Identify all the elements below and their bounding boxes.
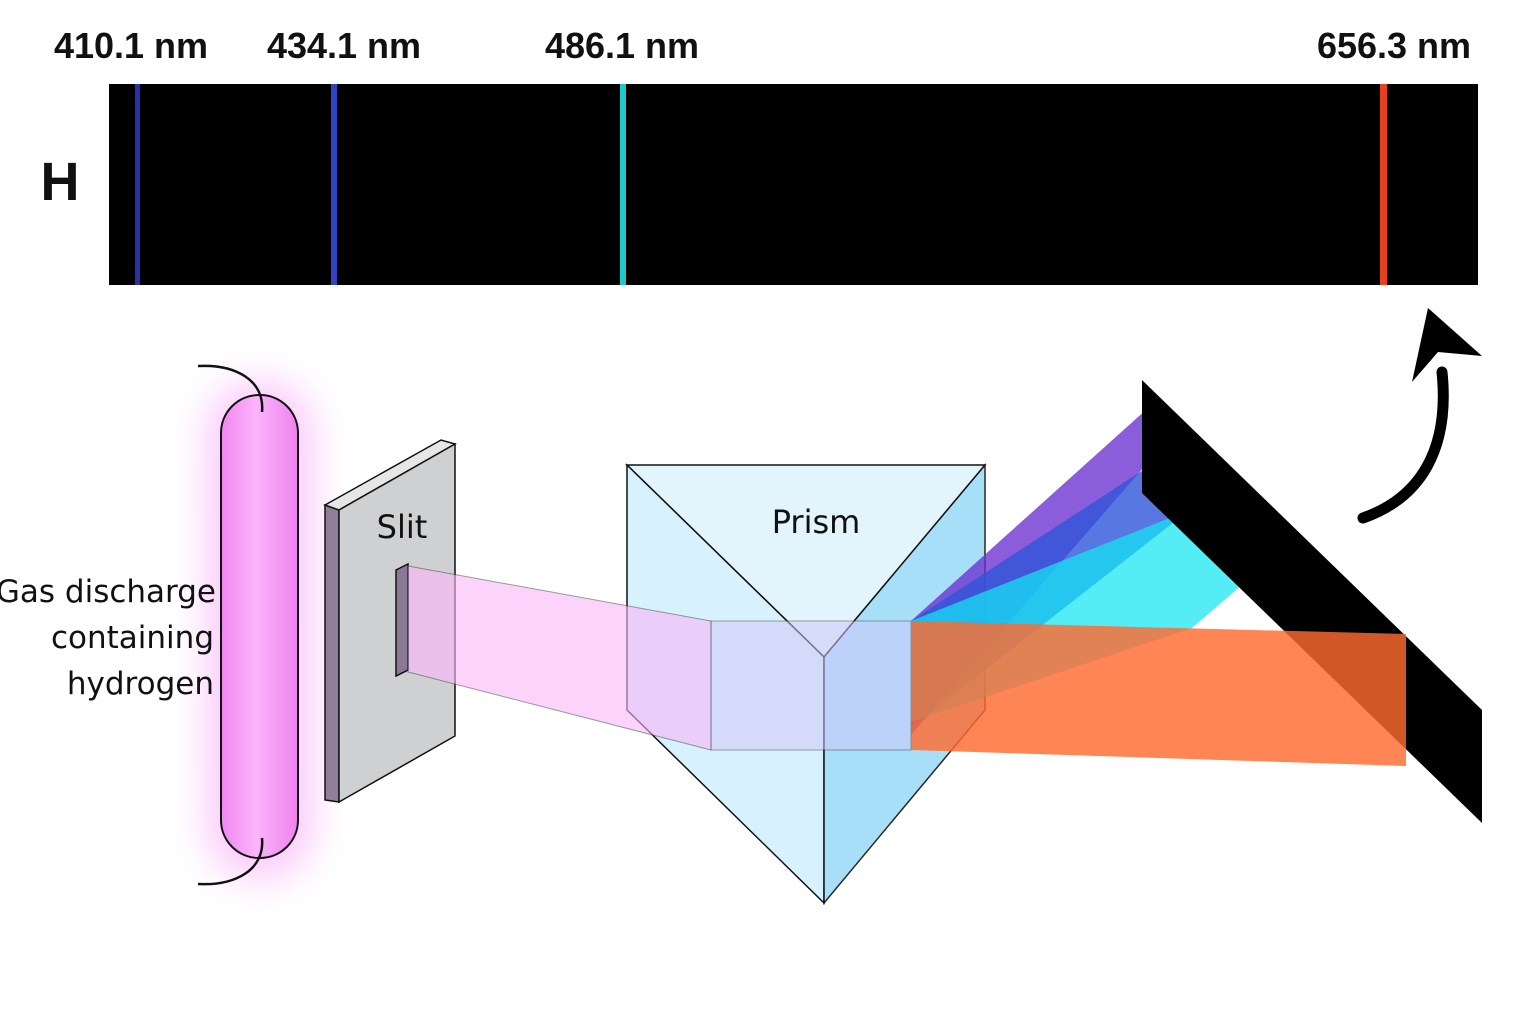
- wavelength-label-434: 434.1 nm: [267, 25, 421, 66]
- emission-spectrum: 410.1 nm 434.1 nm 486.1 nm 656.3 nm H: [41, 25, 1478, 285]
- spectral-line-410: [135, 84, 140, 285]
- wavelength-label-656: 656.3 nm: [1317, 25, 1471, 66]
- spectral-line-486: [620, 84, 626, 285]
- electrode-wire-top: [197, 364, 264, 413]
- slit-plate: Slit: [323, 439, 457, 804]
- source-label-line-1: Gas discharge: [0, 574, 216, 610]
- spectrum-bar: [109, 84, 1478, 285]
- beam-red: [911, 621, 1406, 766]
- wavelength-label-486: 486.1 nm: [545, 25, 699, 66]
- slit-opening: [395, 562, 409, 678]
- source-label-line-3: hydrogen: [67, 666, 214, 702]
- gas-discharge-tube: [197, 364, 314, 886]
- slit-label: Slit: [377, 508, 428, 546]
- spectral-line-656: [1380, 84, 1387, 285]
- electrode-wire-bottom: [197, 837, 264, 886]
- curved-arrow-icon: [1357, 308, 1482, 524]
- spectral-line-434: [331, 84, 337, 285]
- incident-light-beam: [407, 565, 912, 751]
- source-label: Gas discharge containing hydrogen: [0, 574, 216, 702]
- wavelength-label-410: 410.1 nm: [54, 25, 208, 66]
- element-symbol: H: [41, 152, 80, 212]
- source-label-line-2: containing: [51, 620, 214, 656]
- prism-label: Prism: [772, 503, 861, 541]
